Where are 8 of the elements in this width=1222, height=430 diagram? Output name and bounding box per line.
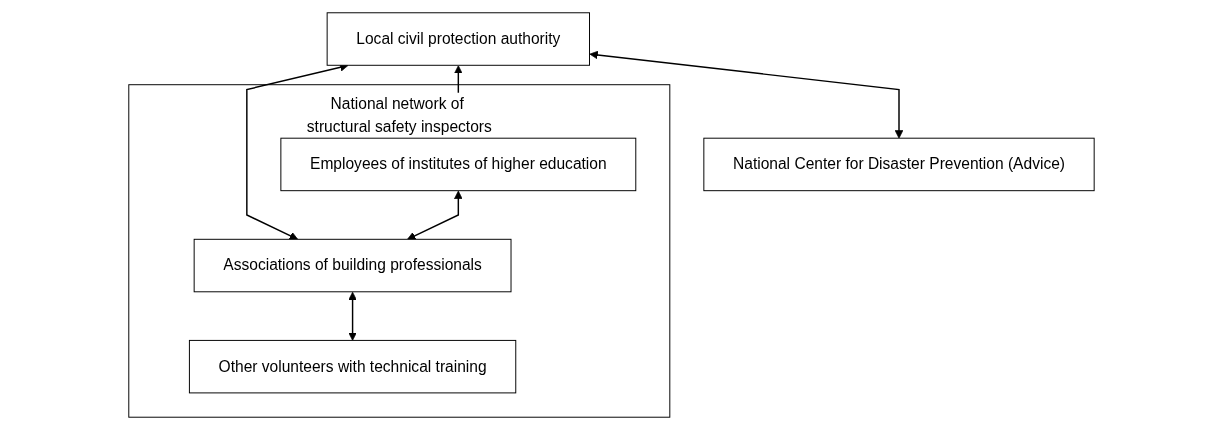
arrow (406, 190, 463, 240)
node-box: Other volunteers with technical training (188, 339, 516, 394)
node-box: Associations of building professionals (193, 238, 512, 293)
node-box: National Center for Disaster Prevention (Advice) (702, 137, 1095, 192)
node-box: Local civil protection authority (326, 12, 590, 66)
arrow (347, 291, 357, 341)
arrow (589, 50, 903, 139)
node-box: Employees of institutes of higher education (279, 137, 636, 192)
